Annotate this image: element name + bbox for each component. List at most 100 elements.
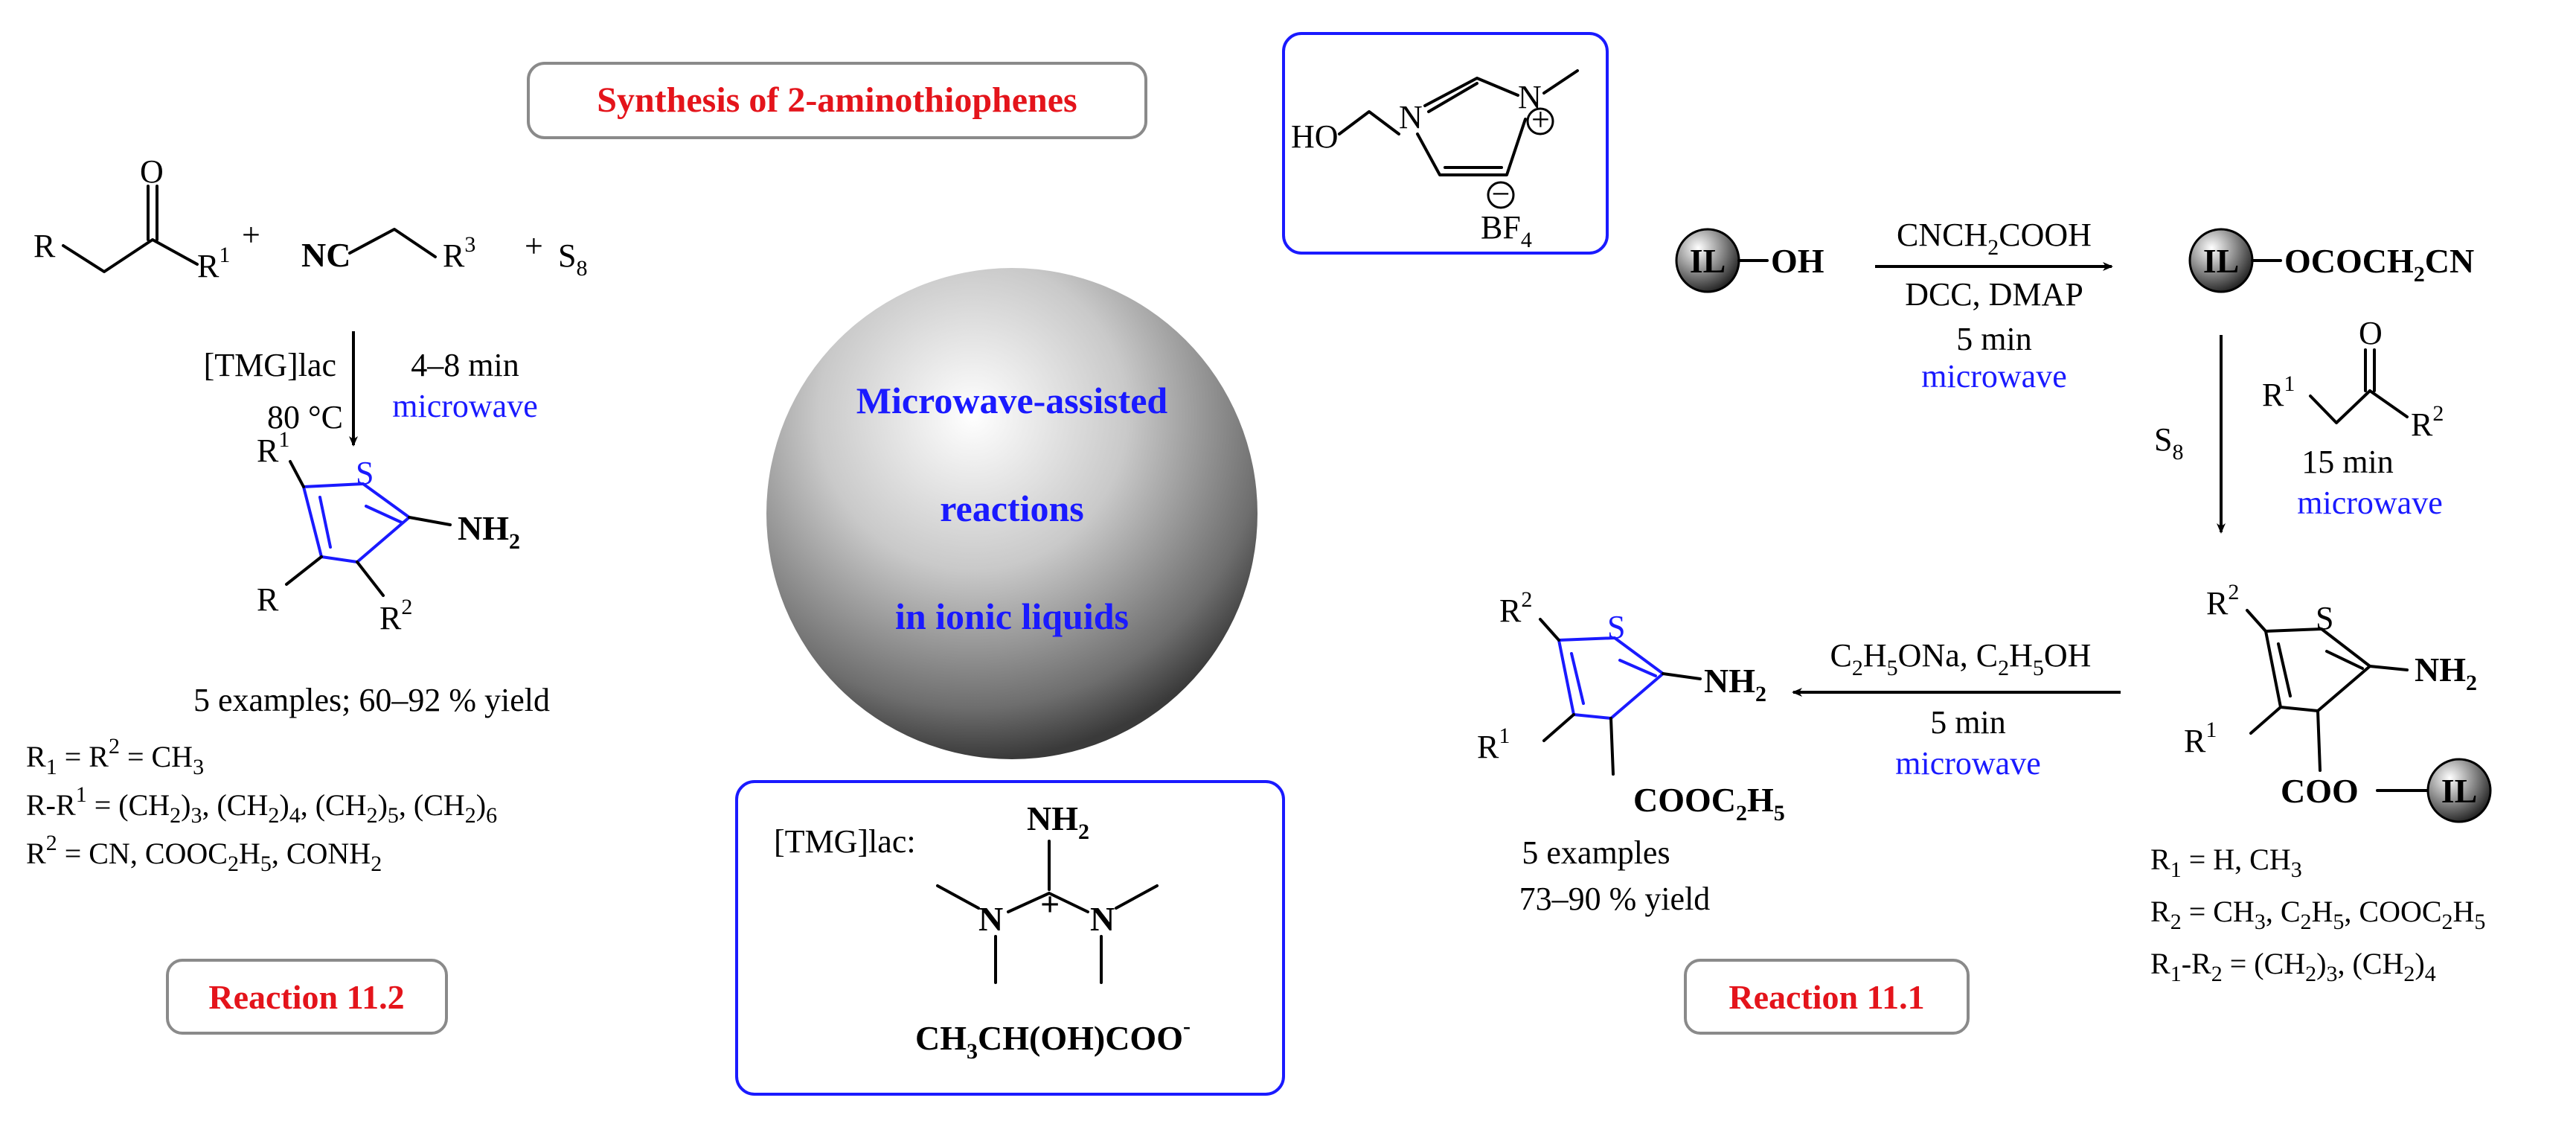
- prod-left-nh2: NH: [458, 509, 509, 547]
- svg-text:R2: R2: [2206, 580, 2239, 622]
- svg-text:S8: S8: [2154, 421, 2183, 464]
- svg-text:R2 = CH3, C2H5, COOC2H5: R2 = CH3, C2H5, COOC2H5: [2150, 895, 2485, 934]
- ket-r1: R: [2262, 377, 2284, 413]
- left-sub3-s3: 2: [371, 852, 382, 876]
- reagent-tmg: [TMG]lac: [204, 347, 336, 383]
- right-sub3-s3: 2: [2305, 962, 2316, 986]
- ketone-o: O: [140, 153, 164, 190]
- tmg-label: [TMG]lac:: [774, 823, 916, 860]
- bound-r2: R: [2206, 585, 2229, 622]
- svg-text:R2: R2: [1499, 587, 1532, 629]
- prod-right-r2: R: [1499, 593, 1522, 629]
- tmg-anion-sup: -: [1183, 1014, 1191, 1038]
- svg-text:R1: R1: [2184, 718, 2217, 759]
- center-line-1: Microwave-assisted: [856, 380, 1168, 421]
- tmg-anion-a: CH: [915, 1019, 967, 1057]
- ket-r1-sup: 1: [2284, 371, 2295, 396]
- cleave-s4: 5: [2033, 656, 2044, 680]
- ketone-r1: R: [197, 248, 220, 284]
- right-sub3-c: = (CH: [2223, 947, 2305, 980]
- left-sub2-s8: 6: [486, 803, 497, 828]
- right-sub2-s5: 2: [2442, 910, 2453, 934]
- svg-text:NH2: NH2: [1027, 799, 1089, 844]
- ester-a: OCOCH: [2284, 242, 2414, 280]
- il-ball-1: IL: [1690, 242, 1726, 280]
- prod-right-ester-b: H: [1747, 781, 1774, 819]
- left-sub2-h: , (CH: [399, 788, 465, 822]
- left-sub2-g: ): [378, 788, 388, 822]
- right-sub3-f: ): [2415, 947, 2424, 980]
- right-sub1-s: 1: [2170, 857, 2182, 882]
- left-sub2-s3: 2: [268, 803, 279, 828]
- svg-text:CH3CH(OH)COO-: CH3CH(OH)COO-: [915, 1014, 1191, 1064]
- prod-right-r1-sup: 1: [1499, 724, 1510, 748]
- left-sub3-a: R: [26, 837, 46, 870]
- left-sub3-s1: 2: [228, 852, 239, 876]
- reagent-1a-sub: 2: [1987, 235, 1999, 260]
- s8-left: S: [558, 237, 576, 274]
- left-sub3-d: , CONH: [272, 837, 371, 870]
- svg-text:NH2: NH2: [2415, 651, 2477, 695]
- s8-right: S: [2154, 421, 2172, 458]
- left-sub3-c: H: [239, 837, 260, 870]
- right-sub3-b: -R: [2182, 947, 2211, 980]
- svg-text:R2 = CN, COOC2H5, CONH2: R2 = CN, COOC2H5, CONH2: [26, 831, 382, 876]
- left-sub1-b: = R: [57, 740, 109, 773]
- page-title: Synthesis of 2-aminothiophenes: [597, 80, 1077, 120]
- ketone-r: R: [33, 228, 56, 264]
- s8-right-sub: 8: [2172, 440, 2183, 464]
- time-right-2: 15 min: [2301, 444, 2393, 480]
- title-box: Synthesis of 2-aminothiophenes: [527, 62, 1147, 139]
- prod-right-ester-s2: 5: [1774, 801, 1785, 825]
- right-sub2-s6: 5: [2474, 910, 2485, 934]
- nitrile-r3: R: [443, 237, 465, 274]
- bound-coo: COO: [2281, 772, 2359, 810]
- svg-text:OCOCH2CN: OCOCH2CN: [2284, 242, 2474, 287]
- right-sub2-s3: 2: [2301, 910, 2312, 934]
- s8-left-sub: 8: [576, 256, 587, 281]
- prod-left-s: S: [356, 455, 374, 491]
- svg-text:S8: S8: [558, 237, 587, 281]
- right-sub2-e: , COOC: [2344, 895, 2441, 928]
- svg-text:R2: R2: [379, 595, 412, 636]
- time-left: 4–8 min: [411, 347, 519, 383]
- tmg-nh2-sub: 2: [1078, 820, 1089, 844]
- yield-right-1: 5 examples: [1522, 834, 1670, 871]
- yield-left: 5 examples; 60–92 % yield: [193, 682, 550, 718]
- bound-r2-sup: 2: [2228, 580, 2239, 604]
- right-sub2-c: , C: [2266, 895, 2301, 928]
- prod-left-r1: R: [257, 432, 279, 469]
- left-sub1-c: = CH: [120, 740, 193, 773]
- center-sphere: Microwave-assisted reactions in ionic li…: [766, 268, 1257, 759]
- bound-r1-sup: 1: [2205, 718, 2217, 742]
- right-sub3-e: , (CH: [2337, 947, 2403, 980]
- svg-text:R2: R2: [2411, 401, 2444, 443]
- reagent-1a: CNCH: [1897, 217, 1987, 253]
- bound-nh2: NH: [2415, 651, 2466, 689]
- left-sub3-s2: 5: [260, 852, 272, 876]
- right-sub3-s1: 1: [2170, 962, 2182, 986]
- right-sub2-b: = CH: [2182, 895, 2255, 928]
- left-sub2-s5: 2: [367, 803, 378, 828]
- right-sub2-s: 2: [2170, 910, 2182, 934]
- left-sub2-c: ): [181, 788, 190, 822]
- prod-left-r2-sup: 2: [401, 595, 412, 619]
- cleave-a: C: [1830, 637, 1852, 674]
- label-reaction-11-1: Reaction 11.1: [1728, 978, 1924, 1016]
- svg-text:R1 = H, CH3: R1 = H, CH3: [2150, 843, 2302, 882]
- heating-right-3: microwave: [1895, 745, 2040, 782]
- svg-text:NH2: NH2: [1704, 662, 1766, 706]
- svg-text:R1-R2 = (CH2)3, (CH2)4: R1-R2 = (CH2)3, (CH2)4: [2150, 947, 2436, 986]
- right-sub1-s2: 3: [2291, 857, 2302, 882]
- prod-left-r: R: [257, 581, 279, 618]
- svg-text:C2H5ONa, C2H5OH: C2H5ONa, C2H5OH: [1830, 637, 2092, 680]
- cleave-s3: 2: [1998, 656, 2009, 680]
- cleave-d: H: [2009, 637, 2033, 674]
- right-sub3-s5: 2: [2403, 962, 2415, 986]
- bound-s: S: [2316, 600, 2333, 636]
- left-sub2-b: = (CH: [87, 788, 170, 822]
- left-sub3-b: = CN, COOC: [57, 837, 228, 870]
- reaction-11-1: IL OH CNCH2COOH DCC, DMAP 5 min microwav…: [1477, 217, 2492, 1035]
- left-sub1-a: R: [26, 740, 46, 773]
